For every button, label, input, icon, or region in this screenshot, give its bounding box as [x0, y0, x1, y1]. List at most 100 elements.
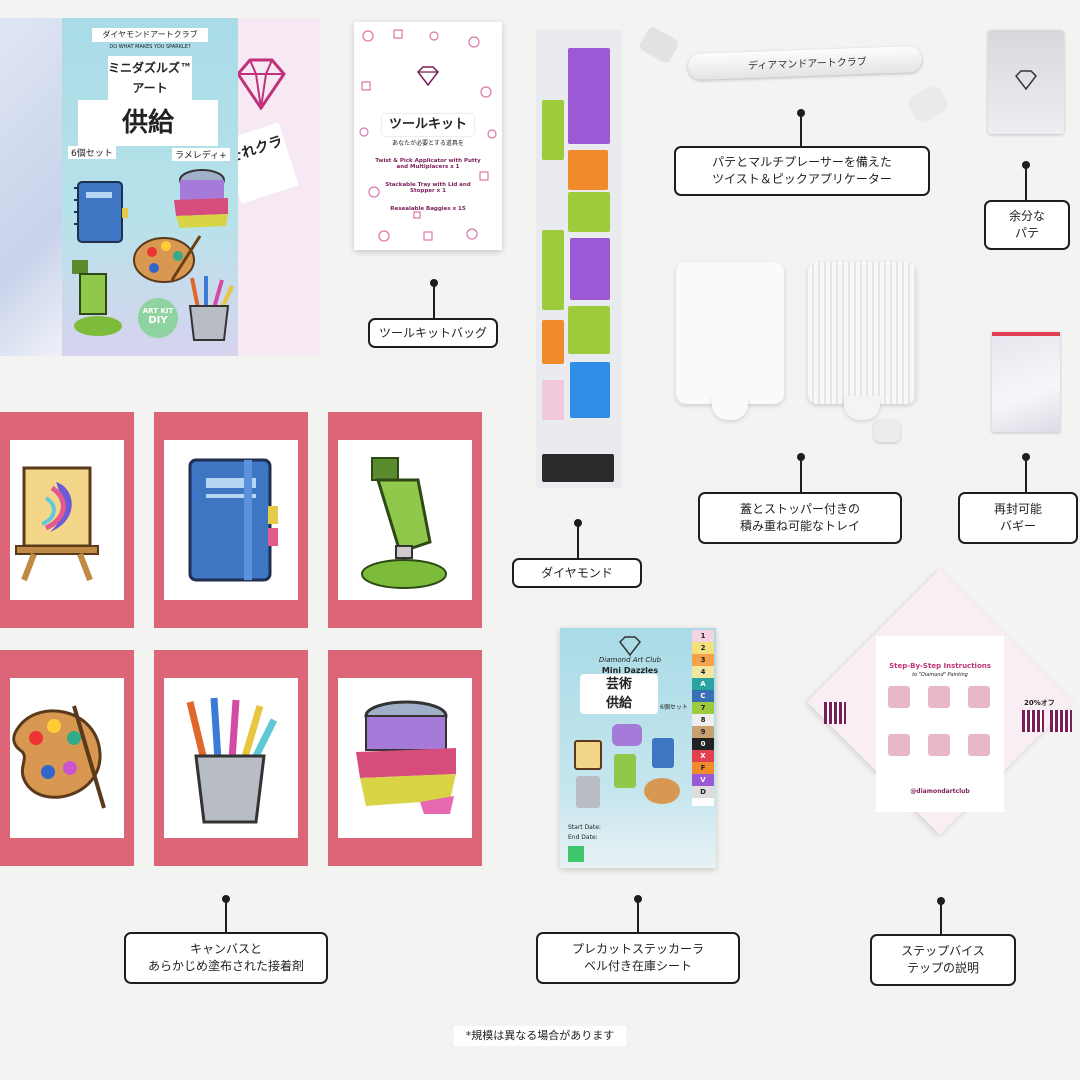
callout-stem	[1025, 458, 1027, 494]
callout-dot	[797, 109, 805, 117]
instructions-discount: 20%オフ	[1024, 699, 1055, 707]
toolkit-card: ツールキット あなたが必要とする道具を Twist & Pick Applica…	[354, 22, 502, 250]
canvas-card-paint-tube	[328, 412, 482, 628]
callout-dot	[634, 895, 642, 903]
resealable-baggie	[992, 332, 1060, 432]
putty-bag	[988, 30, 1064, 134]
pen-tip	[905, 82, 951, 126]
canvas-card-tape	[328, 650, 482, 866]
callout-stem	[800, 458, 802, 494]
box-title: 供給	[78, 100, 218, 146]
callout-stem	[800, 114, 802, 148]
sheet-code-column: 1 2 3 4 A C 7 8 9 0 X F V D	[692, 630, 714, 806]
diamond-packet-purple	[568, 48, 610, 144]
box-series: ミニダズルズ™アート	[108, 56, 192, 100]
instructions-subheading: to "Diamond" Painting	[912, 672, 968, 678]
callout-stem	[433, 284, 435, 320]
badge-line1: ART KIT	[142, 307, 174, 315]
diamond-packet-purple	[570, 238, 610, 300]
toolkit-card-line2: Stackable Tray with Lid and Stopper x 1	[385, 182, 471, 194]
instructions-website: @diamondartclub	[910, 788, 970, 795]
canvas-card-palette	[0, 650, 134, 866]
step-image	[928, 734, 950, 756]
sheet-brand: Diamond Art Club	[598, 656, 662, 664]
diamond-logo-icon	[1015, 70, 1037, 90]
palette-icon	[133, 235, 202, 283]
art-kit-badge: ART KIT DIY	[138, 298, 178, 338]
toolkit-card-title: ツールキット	[382, 114, 474, 136]
tray-base-spout	[844, 396, 880, 420]
callout-applicator: パテとマルチプレーサーを備えた ツイスト＆ピックアプリケーター	[674, 146, 930, 196]
sheet-title: 芸術 供給	[580, 674, 658, 714]
qr-code-icon	[1050, 710, 1072, 732]
tape-icon	[174, 169, 228, 228]
callout-stem	[637, 900, 639, 934]
callout-stem	[1025, 166, 1027, 202]
pen-brand: ディアマンドアートクラブ	[747, 56, 867, 72]
callout-canvas: キャンバスと あらかじめ塗布された接着剤	[124, 932, 328, 984]
sticker	[574, 740, 602, 770]
diamond-packet-orange	[568, 150, 608, 190]
sheet-start-date: Start Date:	[568, 824, 601, 831]
sticker	[614, 754, 636, 788]
box-variant: ラメレディ+	[172, 148, 230, 161]
toolkit-card-pattern	[359, 29, 497, 242]
canvas-card-notebook	[154, 412, 308, 628]
instruction-envelope: Step-By-Step Instructions to "Diamond" P…	[800, 569, 1080, 844]
toolkit-card-subtitle: あなたが必要とする道具を	[392, 140, 464, 147]
envelope-panel: Step-By-Step Instructions to "Diamond" P…	[876, 636, 1004, 812]
tray-lid	[676, 262, 784, 404]
callout-baggie: 再封可能 バギー	[958, 492, 1078, 544]
pencil-cup-icon	[186, 697, 278, 824]
tray-lid-spout	[712, 396, 748, 420]
callout-dot	[1022, 453, 1030, 461]
sheet-stickers	[568, 720, 688, 820]
callout-sticker-sheet: プレカットステッカーラ ベル付き在庫シート	[536, 932, 740, 984]
sticker	[652, 738, 674, 768]
instructions-heading: Step-By-Step Instructions	[889, 662, 991, 670]
callout-tray: 蓋とストッパー付きの 積み重ね可能なトレイ	[698, 492, 902, 544]
diamond-packet-strip	[536, 30, 622, 488]
pencil-cup-icon	[188, 276, 234, 341]
callout-dot	[937, 897, 945, 905]
tray-base	[808, 262, 916, 404]
step-image	[888, 686, 910, 708]
tape-icon	[356, 700, 456, 814]
callout-diamonds: ダイヤモンド	[512, 558, 642, 588]
sticker	[612, 724, 642, 746]
callout-instructions: ステップバイス テップの説明	[870, 934, 1016, 986]
step-image	[968, 686, 990, 708]
callout-dot	[574, 519, 582, 527]
diamond-packet-green	[568, 306, 610, 354]
callout-dot	[430, 279, 438, 287]
diamond-packet-blue	[570, 362, 610, 418]
box-tagline: DO WHAT MAKES YOU SPARKLE?	[109, 44, 191, 50]
callout-stem	[225, 900, 227, 934]
callout-putty: 余分な パテ	[984, 200, 1070, 250]
box-front: ダイヤモンドアートクラブ DO WHAT MAKES YOU SPARKLE? …	[62, 18, 238, 356]
palette-icon	[12, 705, 106, 809]
box-count: 6個セット	[68, 146, 116, 159]
diamond-packet-pink	[542, 380, 564, 420]
callout-dot	[797, 453, 805, 461]
sticker	[644, 778, 680, 804]
sheet-title-line1: 芸術	[605, 677, 632, 692]
callout-stem	[577, 524, 579, 560]
sheet-title-line2: 供給	[605, 696, 632, 711]
canvas-card-pencil-cup	[154, 650, 308, 866]
notebook-icon	[74, 181, 128, 243]
pen-cap	[637, 25, 681, 65]
badge-line2: DIY	[148, 315, 168, 326]
diamond-packet-orange	[542, 320, 564, 364]
toolkit-card-line3: Resealable Baggies x 15	[390, 206, 466, 212]
diamond-packet-green	[568, 192, 610, 232]
diamond-packet-green	[542, 100, 564, 160]
paint-tube-icon	[72, 260, 122, 336]
step-image	[888, 734, 910, 756]
tray-stopper	[874, 420, 900, 442]
footnote: *規模は異なる場合があります	[454, 1026, 626, 1046]
step-image	[968, 734, 990, 756]
sheet-product: Mini Dazzles	[601, 666, 659, 675]
toolkit-card-line1: Twist & Pick Applicator with Putty and M…	[375, 158, 481, 170]
notebook-icon	[188, 458, 278, 582]
